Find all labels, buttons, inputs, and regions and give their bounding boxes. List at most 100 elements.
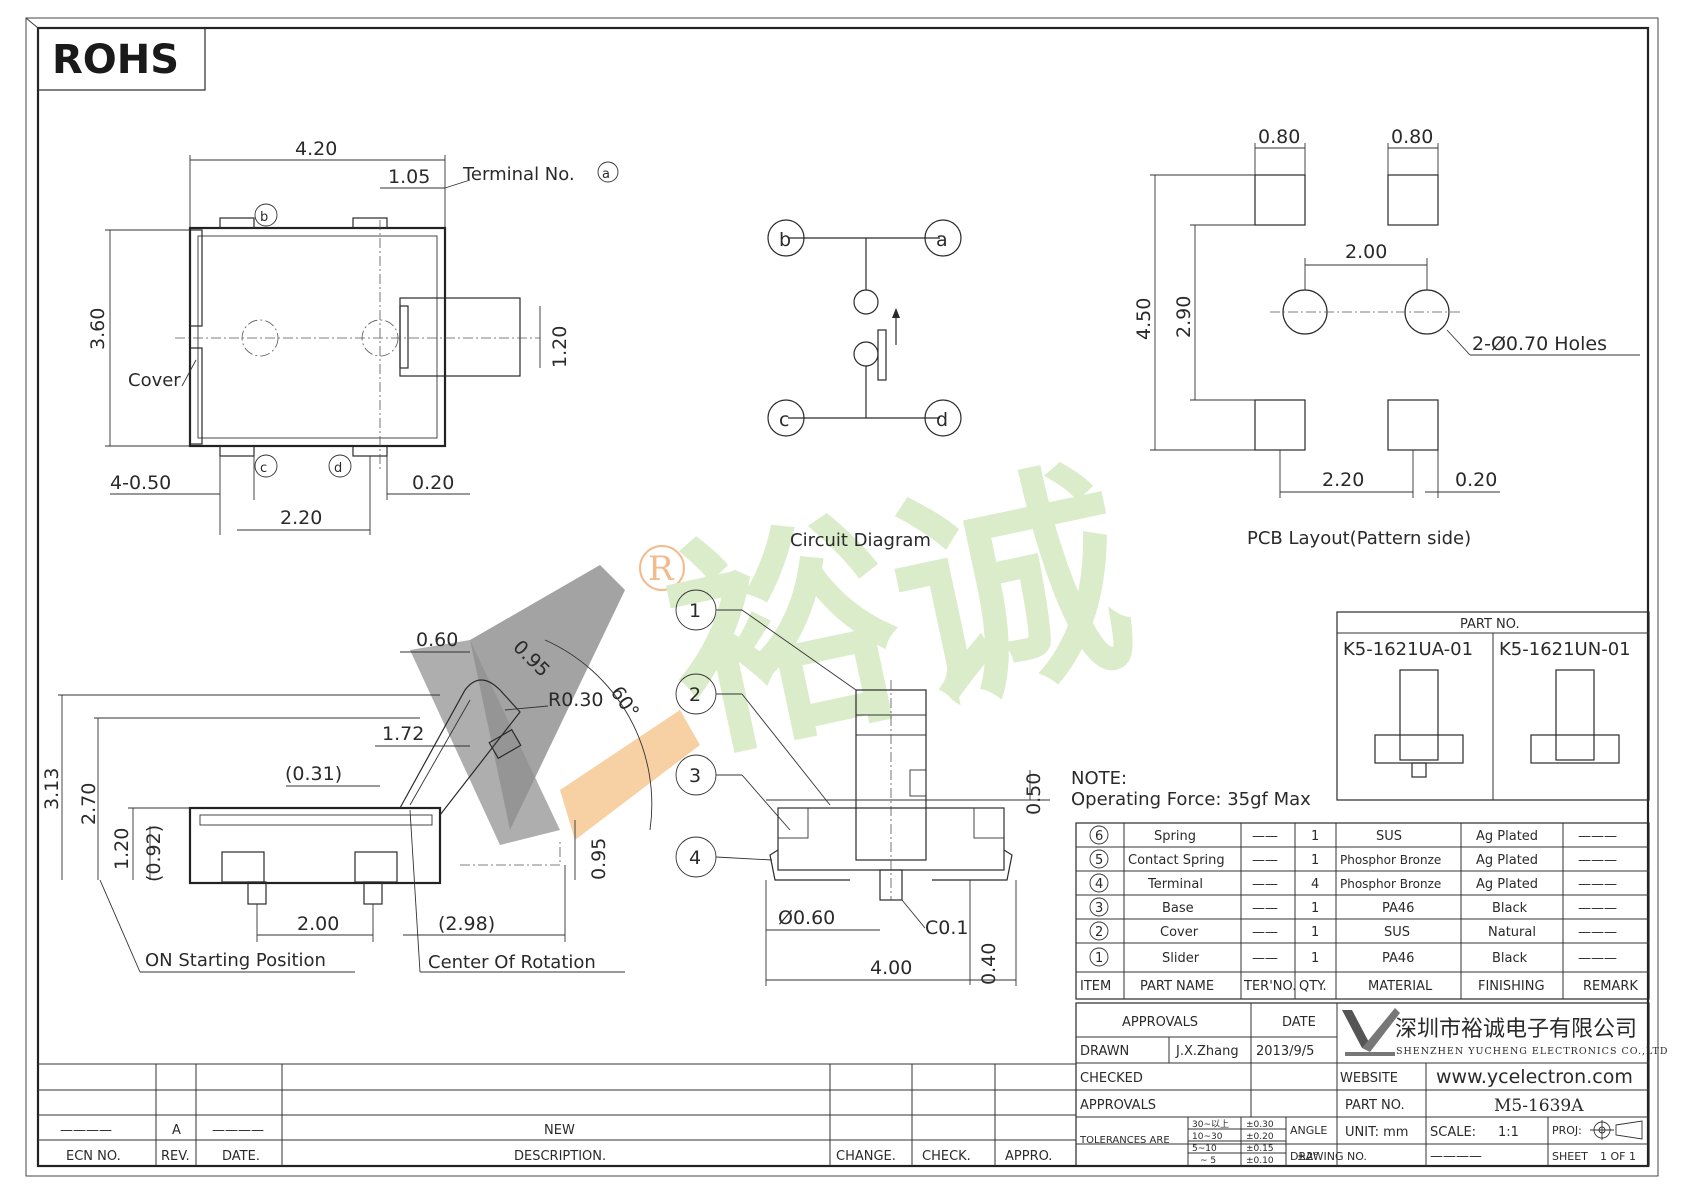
pcb-dim-pad-pitch: 2.20	[1322, 469, 1364, 491]
part-no-label: PART NO.	[1345, 1098, 1405, 1113]
dim-top-width: 4.20	[295, 138, 337, 160]
part-no-value: M5-1639A	[1494, 1096, 1584, 1116]
side-dim-angle: 60°	[606, 682, 643, 722]
outer-frame	[25, 17, 1659, 1177]
bom-remark: ———	[1578, 829, 1617, 844]
bom-item: 6	[1095, 829, 1103, 844]
rev-header-appro: APPRO.	[1005, 1149, 1052, 1164]
bom-header-material: MATERIAL	[1368, 979, 1433, 994]
bom-material: Phosphor Bronze	[1340, 853, 1441, 867]
front-view: 0.50 Ø0.60 C0.1 4.00 0.40 1 2 3 4	[675, 589, 1050, 986]
company-logo	[1342, 1008, 1400, 1056]
terminal-d-marker: d	[334, 461, 342, 476]
scale-label: SCALE:	[1430, 1125, 1476, 1140]
company-name-en: SHENZHEN YUCHENG ELECTRONICS CO.,LTD	[1396, 1046, 1669, 1057]
bom-qty: 1	[1311, 925, 1319, 940]
tol-value: ±0.15	[1246, 1144, 1274, 1154]
sheet-label: SHEET	[1552, 1150, 1588, 1163]
bom-header-remark: REMARK	[1583, 979, 1638, 994]
rev-header-desc: DESCRIPTION.	[514, 1149, 606, 1164]
dim-slider-width: 1.20	[549, 326, 571, 368]
bom-remark: ———	[1578, 901, 1617, 916]
inner-frame	[36, 26, 1650, 1168]
callout-4: 4	[689, 847, 701, 869]
rev-rev-value: A	[172, 1123, 181, 1138]
dim-terminal-pos: 1.05	[388, 166, 430, 188]
tol-range: ~ 5	[1200, 1156, 1216, 1166]
side-dim-031: (0.31)	[285, 763, 342, 785]
dim-top-height: 3.60	[87, 308, 109, 350]
projection-symbol-icon	[1590, 1120, 1643, 1140]
checked-label: CHECKED	[1080, 1071, 1143, 1086]
part-box-title: PART NO.	[1460, 617, 1520, 632]
bom-ter: ——	[1252, 951, 1278, 966]
bom-part-name: Cover	[1160, 925, 1199, 940]
side-dim-313: 3.13	[41, 768, 63, 810]
angle-value: ±2°	[1297, 1150, 1319, 1163]
tol-range: 30~以上	[1192, 1119, 1229, 1130]
drawn-label: DRAWN	[1080, 1044, 1129, 1059]
rev-header-date: DATE.	[222, 1149, 260, 1164]
pcb-holes-label: 2-Ø0.70 Holes	[1472, 333, 1607, 355]
rev-ecn-value: ————	[60, 1123, 112, 1138]
callout-2: 2	[689, 684, 701, 706]
front-dim-400: 4.00	[870, 957, 912, 979]
tol-value: ±0.10	[1246, 1156, 1274, 1166]
bom-ter: ——	[1252, 925, 1278, 940]
bom-ter: ——	[1252, 853, 1278, 868]
drawing-no-value: ————	[1430, 1149, 1482, 1164]
rev-header-check: CHECK.	[922, 1149, 971, 1164]
bom-item: 1	[1095, 951, 1103, 966]
bom-ter: ——	[1252, 901, 1278, 916]
title-block: APPROVALS DATE DRAWN J.X.Zhang 2013/9/5 …	[1075, 1002, 1669, 1167]
drawing-no-label: DRAWING NO.	[1290, 1150, 1367, 1163]
bom-remark: ———	[1578, 951, 1617, 966]
terminal-no-label: Terminal No.	[462, 164, 575, 185]
bom-qty: 1	[1311, 901, 1319, 916]
drawn-by: J.X.Zhang	[1175, 1044, 1239, 1059]
note-text: Operating Force: 35gf Max	[1071, 789, 1311, 810]
side-dim-095b: 0.95	[588, 838, 610, 880]
bom-remark: ———	[1578, 877, 1617, 892]
watermark-registered-mark: R	[648, 549, 675, 589]
pcb-dim-inner: 2.90	[1173, 296, 1195, 338]
pcb-dim-outer: 4.50	[1133, 298, 1155, 340]
bom-finishing: Black	[1492, 901, 1528, 916]
circuit-diagram: b a c d Circuit Diagram	[767, 219, 962, 551]
circuit-terminal-d: d	[936, 409, 948, 431]
rohs-label: ROHS	[52, 37, 179, 83]
bom-header-part-name: PART NAME	[1140, 979, 1214, 994]
bom-part-name: Terminal	[1147, 877, 1203, 892]
front-dim-050: 0.50	[1023, 773, 1045, 815]
pcb-dim-pad2: 0.80	[1391, 126, 1433, 148]
scale-value: 1:1	[1498, 1125, 1519, 1140]
bom-material: PA46	[1382, 951, 1414, 966]
rev-header-change: CHANGE.	[836, 1149, 896, 1164]
rev-date-value: ————	[212, 1123, 264, 1138]
approvals-header: APPROVALS	[1122, 1015, 1198, 1030]
website-value: www.ycelectron.com	[1436, 1066, 1633, 1088]
bom-table: 6 Spring —— 1 SUS Ag Plated ——— 5 Contac…	[1075, 822, 1650, 1000]
part-number-box: PART NO. K5-1621UA-01 K5-1621UN-01	[1336, 611, 1650, 801]
side-dim-060: 0.60	[416, 629, 458, 651]
dim-pad-pitch: 2.20	[280, 507, 322, 529]
pcb-dim-gap: 0.20	[1455, 469, 1497, 491]
bom-finishing: Ag Plated	[1476, 877, 1538, 892]
bom-remark: ———	[1578, 853, 1617, 868]
bom-material: SUS	[1376, 829, 1402, 844]
dim-pad-offset: 0.20	[412, 472, 454, 494]
bom-ter: ——	[1252, 829, 1278, 844]
pcb-title: PCB Layout(Pattern side)	[1247, 528, 1471, 549]
bom-header-qty: QTY.	[1299, 979, 1327, 994]
bom-finishing: Natural	[1488, 925, 1536, 940]
note-title: NOTE:	[1071, 768, 1127, 789]
revision-table: ———— A ———— NEW ECN NO. REV. DATE. DESCR…	[38, 1063, 1076, 1166]
dim-pad-width: 4-0.50	[110, 472, 171, 494]
circuit-terminal-c: c	[779, 409, 789, 431]
bom-item: 2	[1095, 925, 1103, 940]
side-dim-200: 2.00	[297, 913, 339, 935]
bom-item: 5	[1095, 853, 1103, 868]
side-dim-120: 1.20	[111, 828, 133, 870]
sheet-value: 1 OF 1	[1600, 1150, 1636, 1163]
